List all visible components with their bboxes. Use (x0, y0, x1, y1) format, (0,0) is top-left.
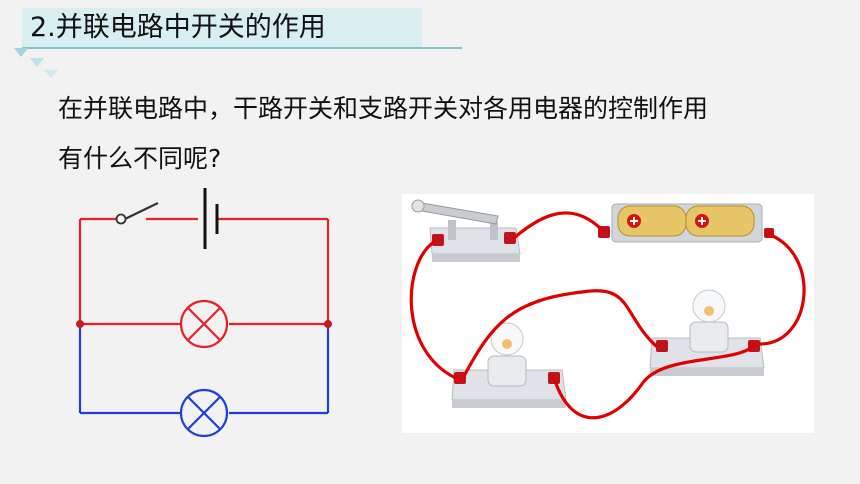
question-line-1: 在并联电路中，干路开关和支路开关对各用电器的控制作用 (58, 94, 709, 123)
terminal (432, 234, 444, 246)
circuit-photo (402, 194, 814, 433)
photo-wires (409, 211, 806, 420)
terminal (504, 232, 516, 244)
lamp-icon (179, 388, 229, 438)
battery-icon (685, 205, 755, 237)
decor-triangle-icon (14, 48, 28, 57)
terminal (656, 340, 668, 352)
switch-pivot (115, 213, 127, 225)
lamp-icon (179, 299, 229, 349)
decor-triangle-icon (30, 58, 44, 67)
page-title: 2.并联电路中开关的作用 (30, 12, 326, 43)
title-underline (22, 47, 462, 49)
junction-dot (76, 320, 84, 328)
switch-icon (124, 202, 159, 220)
question-text: 在并联电路中，干路开关和支路开关对各用电器的控制作用 有什么不同呢? (58, 84, 708, 184)
switch-base (432, 254, 520, 262)
decor-triangle-icon (44, 70, 58, 78)
circuit-photo-drawing (409, 199, 806, 420)
switch-icon (415, 201, 499, 225)
question-line-2: 有什么不同呢? (58, 144, 222, 173)
junction-dot (324, 320, 332, 328)
title-bar (22, 8, 422, 48)
